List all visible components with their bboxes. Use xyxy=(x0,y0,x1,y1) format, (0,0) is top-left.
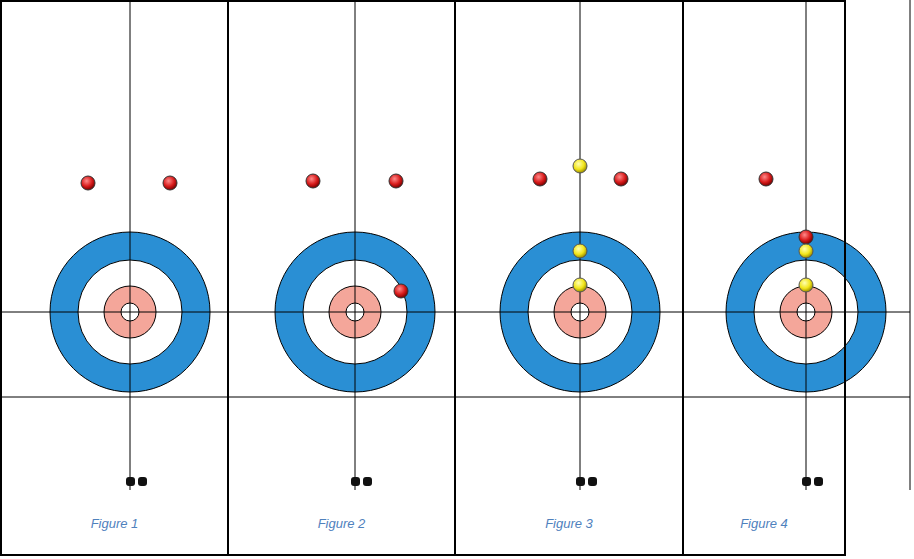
figure-caption: Figure 2 xyxy=(229,516,454,531)
figure-panel: Figure 1 xyxy=(0,0,229,556)
figure-caption: Figure 4 xyxy=(684,516,844,531)
figure-panel: Figure 4 xyxy=(682,0,846,556)
figure-caption: Figure 1 xyxy=(2,516,227,531)
sheet-2 xyxy=(228,0,455,490)
sheet-4 xyxy=(683,0,910,490)
sheet-3 xyxy=(455,0,683,490)
figure-panel: Figure 2 xyxy=(227,0,456,556)
sheet-1 xyxy=(2,0,228,490)
figure-caption: Figure 3 xyxy=(456,516,682,531)
figure-panel: Figure 3 xyxy=(454,0,684,556)
